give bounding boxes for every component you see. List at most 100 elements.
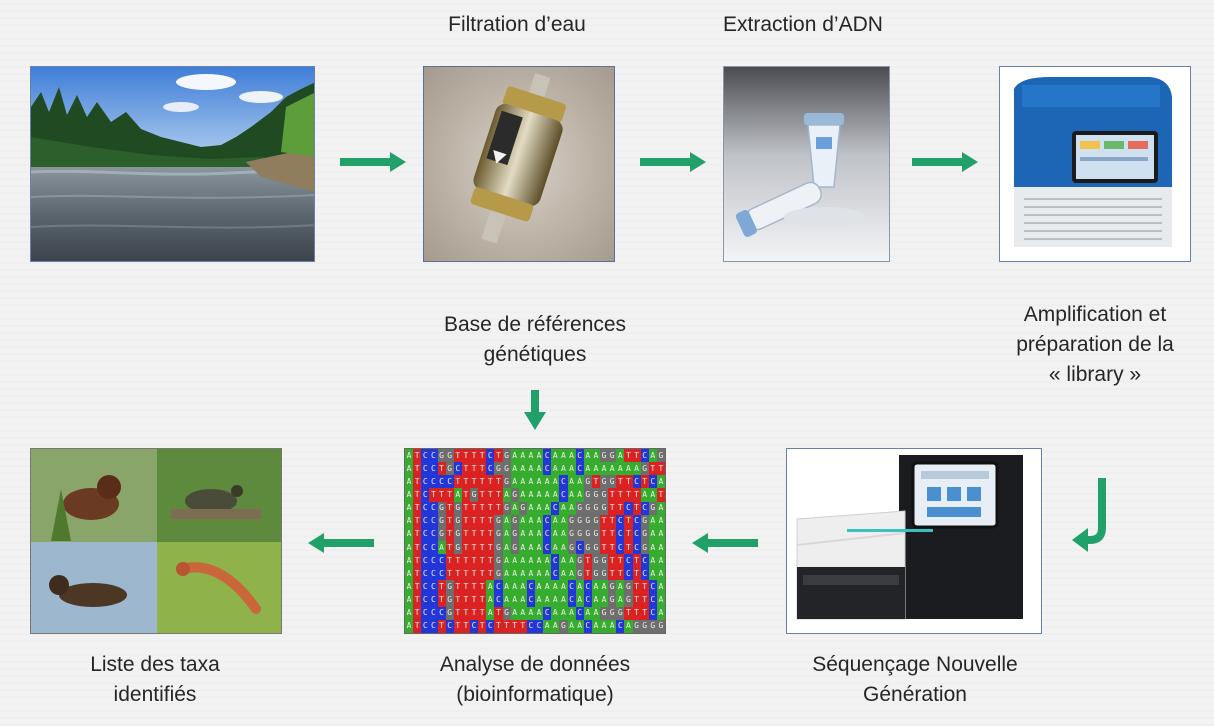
dna-base: T (470, 580, 479, 594)
dna-base: C (551, 567, 560, 581)
dna-base: T (437, 462, 446, 476)
dna-base: T (600, 541, 609, 555)
dna-base: C (583, 619, 592, 633)
dna-base: G (453, 541, 462, 555)
dna-base: A (551, 527, 560, 541)
dna-base: T (453, 619, 462, 633)
dna-base: T (510, 619, 519, 633)
dna-base: G (591, 488, 600, 502)
dna-base: A (559, 541, 568, 555)
dna-base: A (575, 580, 584, 594)
dna-base: T (478, 488, 487, 502)
dna-base: G (437, 514, 446, 528)
dna-base: T (461, 619, 470, 633)
dna-base: T (640, 606, 649, 620)
dna-base: T (494, 606, 503, 620)
extraction-tubes-image (724, 67, 889, 261)
dna-base: G (608, 580, 617, 594)
dna-base: T (478, 580, 487, 594)
dna-base: A (518, 567, 527, 581)
dna-base: A (567, 554, 576, 568)
dna-base: A (551, 488, 560, 502)
dna-base: A (583, 449, 592, 463)
dna-base: T (640, 593, 649, 607)
dna-base: T (470, 541, 479, 555)
dna-base: C (575, 541, 584, 555)
dna-base: C (486, 449, 495, 463)
dna-base: A (559, 501, 568, 515)
dna-base: A (656, 475, 665, 489)
dna-base: A (559, 514, 568, 528)
dna-base: T (461, 462, 470, 476)
dna-base: A (656, 501, 665, 515)
dna-base: T (478, 541, 487, 555)
dna-base: T (600, 514, 609, 528)
dna-base: G (453, 527, 462, 541)
dna-base: A (600, 593, 609, 607)
dna-base: T (624, 475, 633, 489)
dna-base: C (632, 527, 641, 541)
dna-base: C (632, 514, 641, 528)
dna-base: T (494, 501, 503, 515)
dna-base: T (445, 488, 454, 502)
dna-base: A (510, 462, 519, 476)
dna-base: A (518, 593, 527, 607)
dna-base: A (543, 488, 552, 502)
dna-base: A (486, 580, 495, 594)
species-collage (31, 449, 281, 633)
dna-base: A (518, 580, 527, 594)
dna-base: C (640, 567, 649, 581)
extraction-tubes-photo (723, 66, 890, 262)
dna-base: A (543, 567, 552, 581)
label-amplification-line2: préparation de la (1016, 333, 1174, 356)
thermocycler-image (1000, 67, 1190, 261)
dna-base: T (632, 449, 641, 463)
dna-base: A (526, 527, 535, 541)
dna-base: T (453, 567, 462, 581)
dna-base: G (567, 527, 576, 541)
dna-base: G (510, 527, 519, 541)
dna-base: T (453, 593, 462, 607)
dna-base: A (502, 567, 511, 581)
dna-base: A (526, 554, 535, 568)
dna-base: A (656, 580, 665, 594)
dna-base: T (608, 488, 617, 502)
dna-base: C (421, 619, 430, 633)
dna-base: C (429, 554, 438, 568)
dna-base: A (502, 527, 511, 541)
dna-base: G (583, 541, 592, 555)
dna-base: G (502, 475, 511, 489)
dna-base: G (608, 449, 617, 463)
dna-base: C (526, 593, 535, 607)
dna-base: T (478, 449, 487, 463)
dna-base: G (608, 606, 617, 620)
dna-base: C (429, 501, 438, 515)
dna-base: T (470, 593, 479, 607)
dna-base: A (648, 567, 657, 581)
dna-base: T (624, 527, 633, 541)
filter-capsule-image (424, 67, 614, 261)
dna-base: C (421, 475, 430, 489)
dna-base: G (559, 619, 568, 633)
dna-base: A (591, 619, 600, 633)
dna-base: G (510, 541, 519, 555)
dna-base: G (640, 527, 649, 541)
dna-base: A (502, 541, 511, 555)
dna-base: A (502, 554, 511, 568)
dna-base: A (535, 567, 544, 581)
dna-base: A (591, 449, 600, 463)
dna-base: A (648, 541, 657, 555)
dna-base: T (437, 580, 446, 594)
label-taxa-line1: Liste des taxa (90, 653, 220, 676)
dna-base: T (461, 593, 470, 607)
dna-base: A (405, 501, 414, 515)
dna-base: G (502, 449, 511, 463)
dna-base: C (640, 554, 649, 568)
dna-base: G (470, 488, 479, 502)
dna-base: G (445, 580, 454, 594)
dna-base: G (494, 462, 503, 476)
dna-base: G (437, 527, 446, 541)
dna-base: A (648, 554, 657, 568)
dna-base: A (535, 501, 544, 515)
